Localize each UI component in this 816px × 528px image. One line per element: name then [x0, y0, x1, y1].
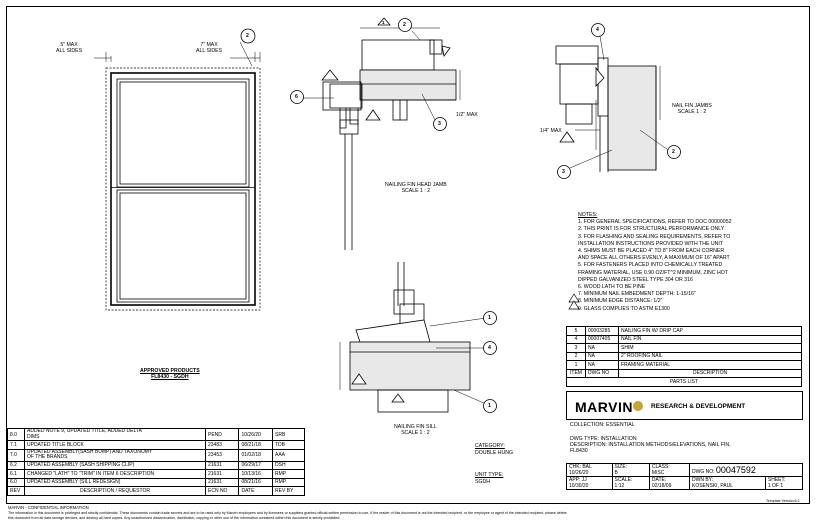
- collection: COLLECTION: ESSENTIAL: [570, 422, 635, 428]
- balloon-sill-3: 1: [488, 403, 491, 409]
- note-delta-triangles: [568, 293, 580, 310]
- balloon-jamb-1: 4: [596, 27, 599, 33]
- category-label: CATEGORY:: [475, 443, 505, 449]
- balloon-sill-2: 4: [488, 345, 491, 351]
- elevation-view: [94, 41, 261, 311]
- jamb-balloons: [557, 23, 681, 179]
- note-line: 1. FOR GENERAL SPECIFICATIONS, REFER TO …: [578, 219, 732, 226]
- balloon-jamb-2: 2: [672, 149, 675, 155]
- sill-balloons: [483, 311, 497, 413]
- note-line: 4. SHIMS MUST BE PLACED 4" TO 8" FROM EA…: [578, 248, 725, 255]
- elevation-balloon: [240, 28, 256, 44]
- notes-title: NOTES:: [578, 212, 598, 218]
- jamb-caption: NAIL FIN JAMBS SCALE 1 : 2: [672, 103, 712, 115]
- elev-dim-left: 5" MAX ALL SIDES: [56, 42, 83, 54]
- head-dim: 1/2" MAX: [456, 112, 478, 118]
- description-2: FL8430: [570, 448, 588, 454]
- note-line: DIPPED GALVANIZED STEEL TYPE 304 OR 316: [578, 276, 693, 283]
- head-caption: NAILING FIN HEAD JAMB SCALE 1 : 2: [385, 182, 447, 194]
- note-line: 2. THIS PRINT IS FOR STRUCTURAL PERFORMA…: [578, 226, 725, 233]
- note-line: 8. MINIMUM EDGE DISTANCE: 1/2": [578, 298, 663, 305]
- approved-products: APPROVED PRODUCTS FL8430 - SGDH: [140, 368, 200, 380]
- drawing-number: 00047592: [715, 465, 756, 475]
- note-line: 9. GLASS COMPLIES TO ASTM E1300: [578, 305, 670, 312]
- dwg-type: DWG TYPE: INSTALLATION: [570, 436, 637, 442]
- unit-type: SGDH: [475, 479, 490, 485]
- note-line: INSTALLATION INSTRUCTIONS PROVIDED WITH …: [578, 240, 723, 247]
- unit-type-label: UNIT TYPE:: [475, 472, 504, 478]
- head-jamb-view: [300, 17, 461, 250]
- balloon-head-1: 2: [403, 22, 406, 28]
- balloon-sill-1: 1: [488, 315, 491, 321]
- footer-line-1: The information in this document is priv…: [8, 511, 567, 515]
- balloon-head-2: 6: [295, 94, 298, 100]
- elev-dim-right: 7" MAX ALL SIDES: [196, 42, 223, 54]
- jamb-view: [555, 35, 669, 172]
- note-line: 5. FOR FASTENERS PLACED INTO CHEMICALLY …: [578, 262, 723, 269]
- balloon-elev: 2: [246, 33, 249, 39]
- notes-block: NOTES: 1. FOR GENERAL SPECIFICATIONS, RE…: [578, 212, 731, 313]
- footer-title: MARVIN - CONFIDENTIAL INFORMATION: [8, 505, 89, 510]
- jamb-dim: 1/4" MAX: [540, 128, 562, 134]
- note-line: 3. FOR FLASHING AND SEALING REQUIREMENTS…: [578, 233, 731, 240]
- note-line: AND SPACE ALL OTHERS EVENLY, A MAXIMUM O…: [578, 255, 730, 262]
- description: DESCRIPTION: INSTALLATION METHODS/ELEVAT…: [570, 442, 731, 448]
- balloon-jamb-3: 3: [562, 169, 565, 175]
- department: RESEARCH & DEVELOPMENT: [651, 403, 746, 410]
- balloon-head-3: 3: [438, 121, 441, 127]
- note-line: 7. MINIMUM NAIL EMBEDMENT DEPTH: 1-15/16…: [578, 291, 696, 298]
- note-line: 6. WOOD LATH TO BE PINE: [578, 284, 646, 291]
- delta-label: 1: [382, 20, 385, 25]
- logo-emblem-icon: [633, 401, 643, 411]
- logo-box: MARVIN RESEARCH & DEVELOPMENT: [566, 391, 803, 420]
- head-balloons: [290, 18, 447, 131]
- footer-line-2: this document from all data storage devi…: [8, 516, 341, 520]
- template-version: Template Version:6.2: [766, 499, 800, 503]
- note-line: FRAMING MATERIAL, USE 0.90 OZ/FT^2 MINIM…: [578, 269, 728, 276]
- category: DOUBLE HUNG: [475, 450, 514, 456]
- sill-view: [339, 262, 487, 413]
- parts-title: PARTS LIST: [566, 377, 802, 387]
- drawing-sheet: [6, 6, 810, 504]
- sill-caption: NAILING FIN SILL SCALE 1 : 2: [394, 424, 437, 436]
- marvin-logo: MARVIN: [575, 399, 633, 415]
